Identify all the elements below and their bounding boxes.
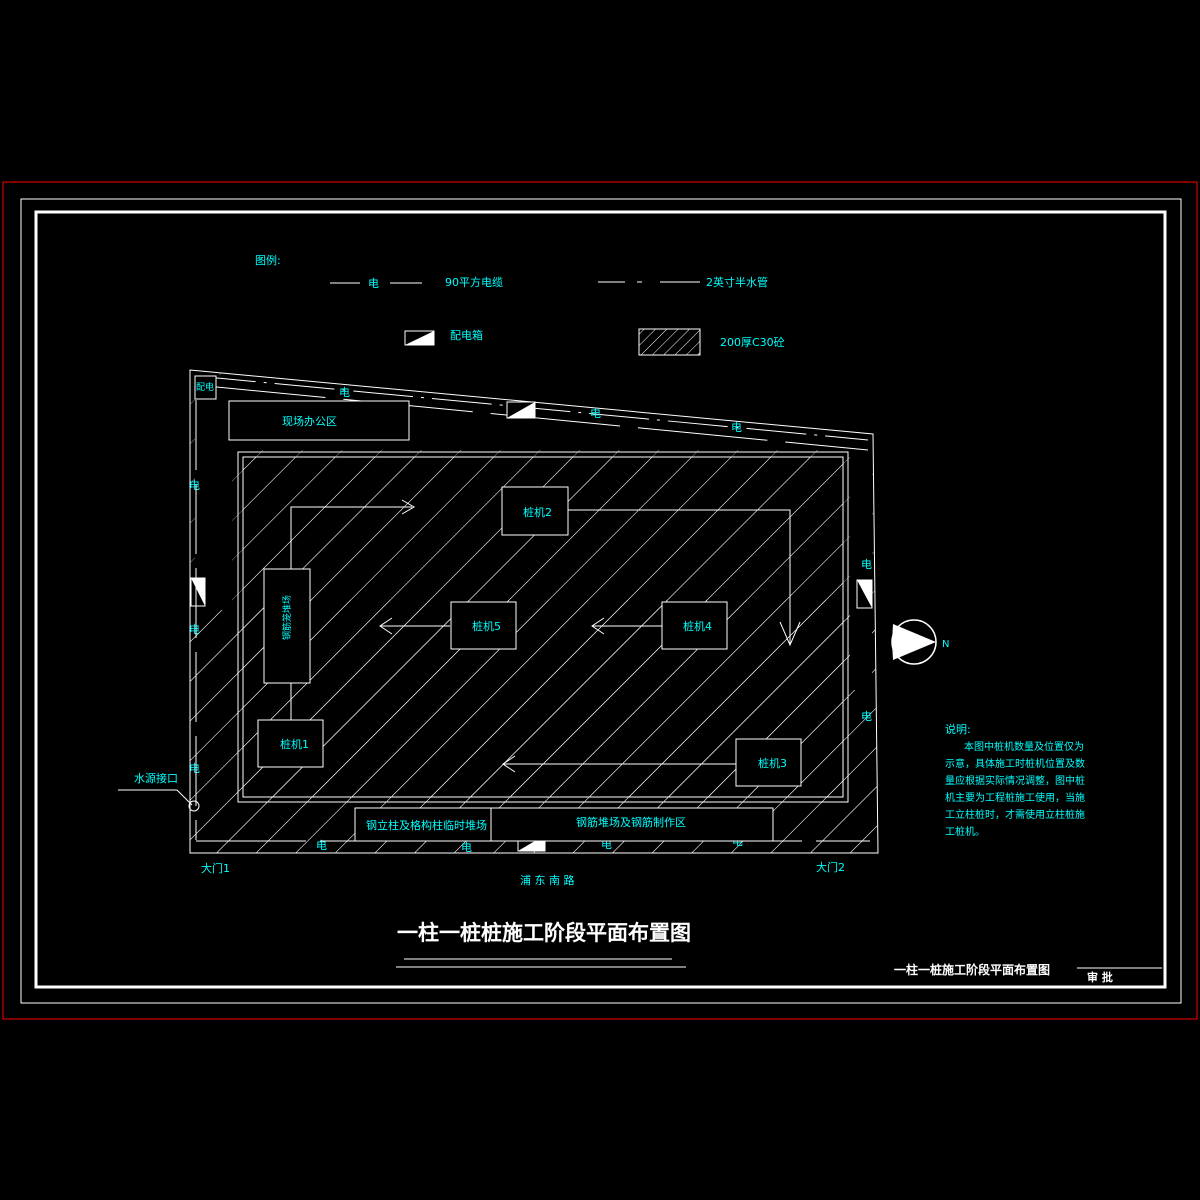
mask-right-strip xyxy=(850,450,872,690)
legend-title: 图例: xyxy=(255,253,281,267)
middle-frame xyxy=(20,198,1182,1004)
pile-machine-5-label: 桩机5 xyxy=(472,619,501,633)
road-label: 浦 东 南 路 xyxy=(520,874,575,887)
route-top-right xyxy=(568,509,791,645)
dist-box-top xyxy=(506,401,536,419)
pile-machine-2-box xyxy=(501,486,569,536)
pile-machine-1-box xyxy=(257,719,324,768)
office-label: 现场办公区 xyxy=(282,414,337,428)
notes-line-1: 本图中桩机数量及位置仅为 xyxy=(964,740,1084,753)
title-block-approve: 审 批 xyxy=(1087,970,1113,984)
legend-water-label: 2英寸半水管 xyxy=(706,275,768,289)
dist-box-right xyxy=(856,579,873,609)
dist-box-left xyxy=(190,577,206,607)
notes-line-6: 工桩机。 xyxy=(945,825,985,838)
pile-machine-4-box xyxy=(661,601,728,650)
elec-left-3: 电 xyxy=(189,762,200,775)
legend-dist-box-icon xyxy=(404,330,435,346)
pile-machine-3-box xyxy=(735,738,802,787)
water-inlet-label: 水源接口 xyxy=(134,771,178,785)
site-boundary xyxy=(189,369,879,854)
legend-concrete-label: 200厚C30砼 xyxy=(720,336,785,349)
elec-left-2: 电 xyxy=(189,623,200,636)
route-arrow-right-head xyxy=(779,621,801,647)
route-arrow-m4-head xyxy=(591,617,605,635)
north-label: N xyxy=(942,639,949,650)
legend-cable-label: 90平方电缆 xyxy=(445,275,503,289)
elec-bottom-3: 电 xyxy=(601,838,612,851)
north-arrow-icon xyxy=(891,619,937,665)
legend-cable-glyph: 电 xyxy=(368,277,379,290)
water-inlet-leader-2 xyxy=(176,789,193,806)
notes-line-2: 示意，具体施工时桩机位置及数 xyxy=(945,757,1085,770)
pile-machine-4-label: 桩机4 xyxy=(683,619,712,633)
gate-2-label: 大门2 xyxy=(816,860,845,874)
rebar-yard-box xyxy=(490,807,774,842)
legend-concrete-swatch xyxy=(638,328,701,356)
elec-bottom-2: 电 xyxy=(461,841,472,854)
notes-line-5: 工立柱桩时，才需使用立柱桩施 xyxy=(945,808,1085,821)
pile-machine-2-label: 桩机2 xyxy=(523,505,552,519)
gate-1-label: 大门1 xyxy=(201,861,230,875)
notes-line-3: 量应根据实际情况调整，图中桩 xyxy=(945,774,1085,787)
left-vertical-box-label: 钢筋笼堆场 xyxy=(281,595,293,640)
notes-title: 说明: xyxy=(945,722,971,736)
main-title: 一柱一桩桩施工阶段平面布置图 xyxy=(397,921,691,945)
route-arrow-m3-head xyxy=(502,755,516,773)
elec-top-3: 电 xyxy=(731,421,742,434)
top-left-tag: 配电 xyxy=(196,381,214,393)
outer-red-frame xyxy=(2,181,1198,1020)
elec-right-1: 电 xyxy=(861,558,872,571)
inner-frame xyxy=(34,210,1167,989)
rebar-yard-label: 钢筋堆场及钢筋制作区 xyxy=(576,815,686,829)
elec-right-2: 电 xyxy=(861,710,872,723)
elec-top-2: 电 xyxy=(590,407,601,420)
steel-column-yard-label: 钢立柱及格构柱临时堆场 xyxy=(366,818,487,832)
route-arrow-m5-head xyxy=(379,617,393,635)
top-left-tag-box xyxy=(194,375,217,400)
notes-line-4: 机主要为工程桩施工使用，当施 xyxy=(945,791,1085,804)
left-vertical-box xyxy=(263,568,311,684)
water-inlet-circle xyxy=(188,800,200,812)
legend-dist-box-label: 配电箱 xyxy=(450,328,483,342)
elec-top-1: 电 xyxy=(339,386,350,399)
elec-bottom-1: 电 xyxy=(316,839,327,852)
work-area-outer xyxy=(237,451,849,803)
title-block-title: 一柱一桩施工阶段平面布置图 xyxy=(894,962,1050,977)
pile-machine-3-label: 桩机3 xyxy=(758,756,787,770)
office-box xyxy=(228,400,410,441)
pile-machine-1-label: 桩机1 xyxy=(280,737,309,751)
elec-left-1: 电 xyxy=(189,479,200,492)
pile-machine-5-box xyxy=(450,601,517,650)
steel-column-yard-box xyxy=(354,807,492,842)
route-arrow-top-head xyxy=(401,499,415,515)
